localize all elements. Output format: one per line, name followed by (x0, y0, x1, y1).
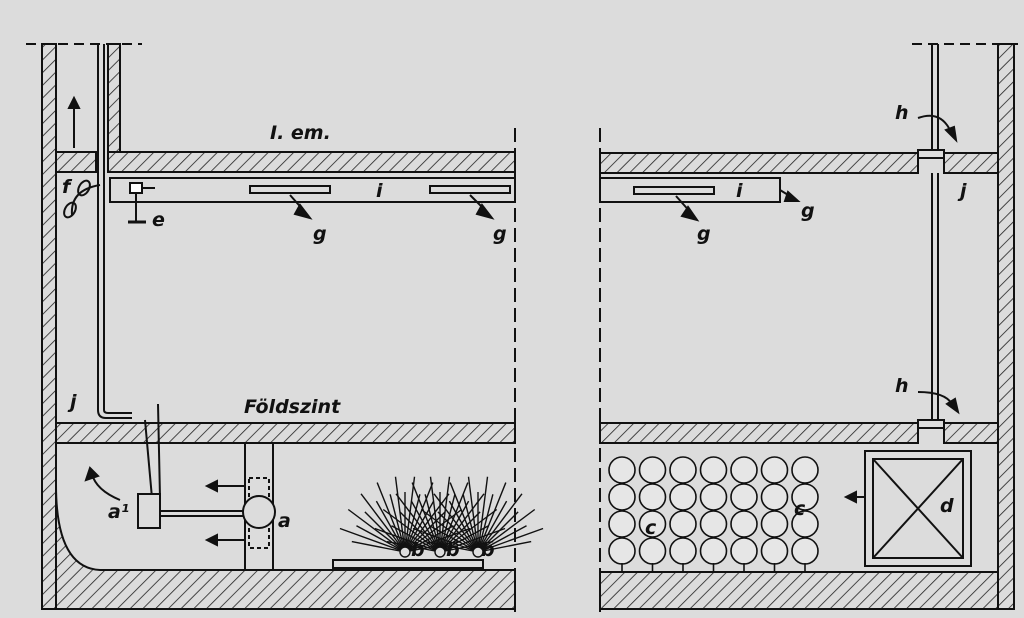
label-g-1: g (313, 223, 327, 245)
label-ground-floor: Földszint (244, 396, 341, 418)
radiators-c (608, 456, 819, 572)
burners-b (339, 476, 544, 558)
left-section (41, 43, 516, 610)
label-c-2: c (794, 498, 806, 520)
label-i-2: i (736, 180, 743, 202)
label-g-4: g (801, 200, 815, 222)
label-h-1: h (895, 102, 909, 124)
label-e: e (152, 209, 165, 231)
label-b-1: b (411, 539, 425, 561)
label-a1: a¹ (108, 501, 130, 523)
vertical-pipe (97, 44, 132, 419)
label-i-1: i (376, 180, 383, 202)
chimney-wall (107, 43, 121, 153)
first-floor-slab (107, 151, 516, 173)
label-g-2: g (493, 223, 507, 245)
first-floor-slab-left (55, 151, 97, 173)
label-b-2: b (446, 539, 460, 561)
label-j-2: j (960, 180, 967, 202)
label-a: a (278, 510, 291, 532)
ground-floor-slab (55, 422, 516, 444)
label-first-floor: I. em. (270, 122, 331, 144)
label-d: d (940, 495, 954, 517)
label-c-1: c (645, 517, 657, 539)
left-outer-wall (41, 43, 57, 610)
label-f: f (62, 176, 71, 198)
label-j-1: j (70, 391, 77, 413)
label-b-3: b (481, 539, 495, 561)
label-h-2: h (895, 375, 909, 397)
label-g-3: g (697, 223, 711, 245)
right-outer-wall (997, 43, 1015, 610)
